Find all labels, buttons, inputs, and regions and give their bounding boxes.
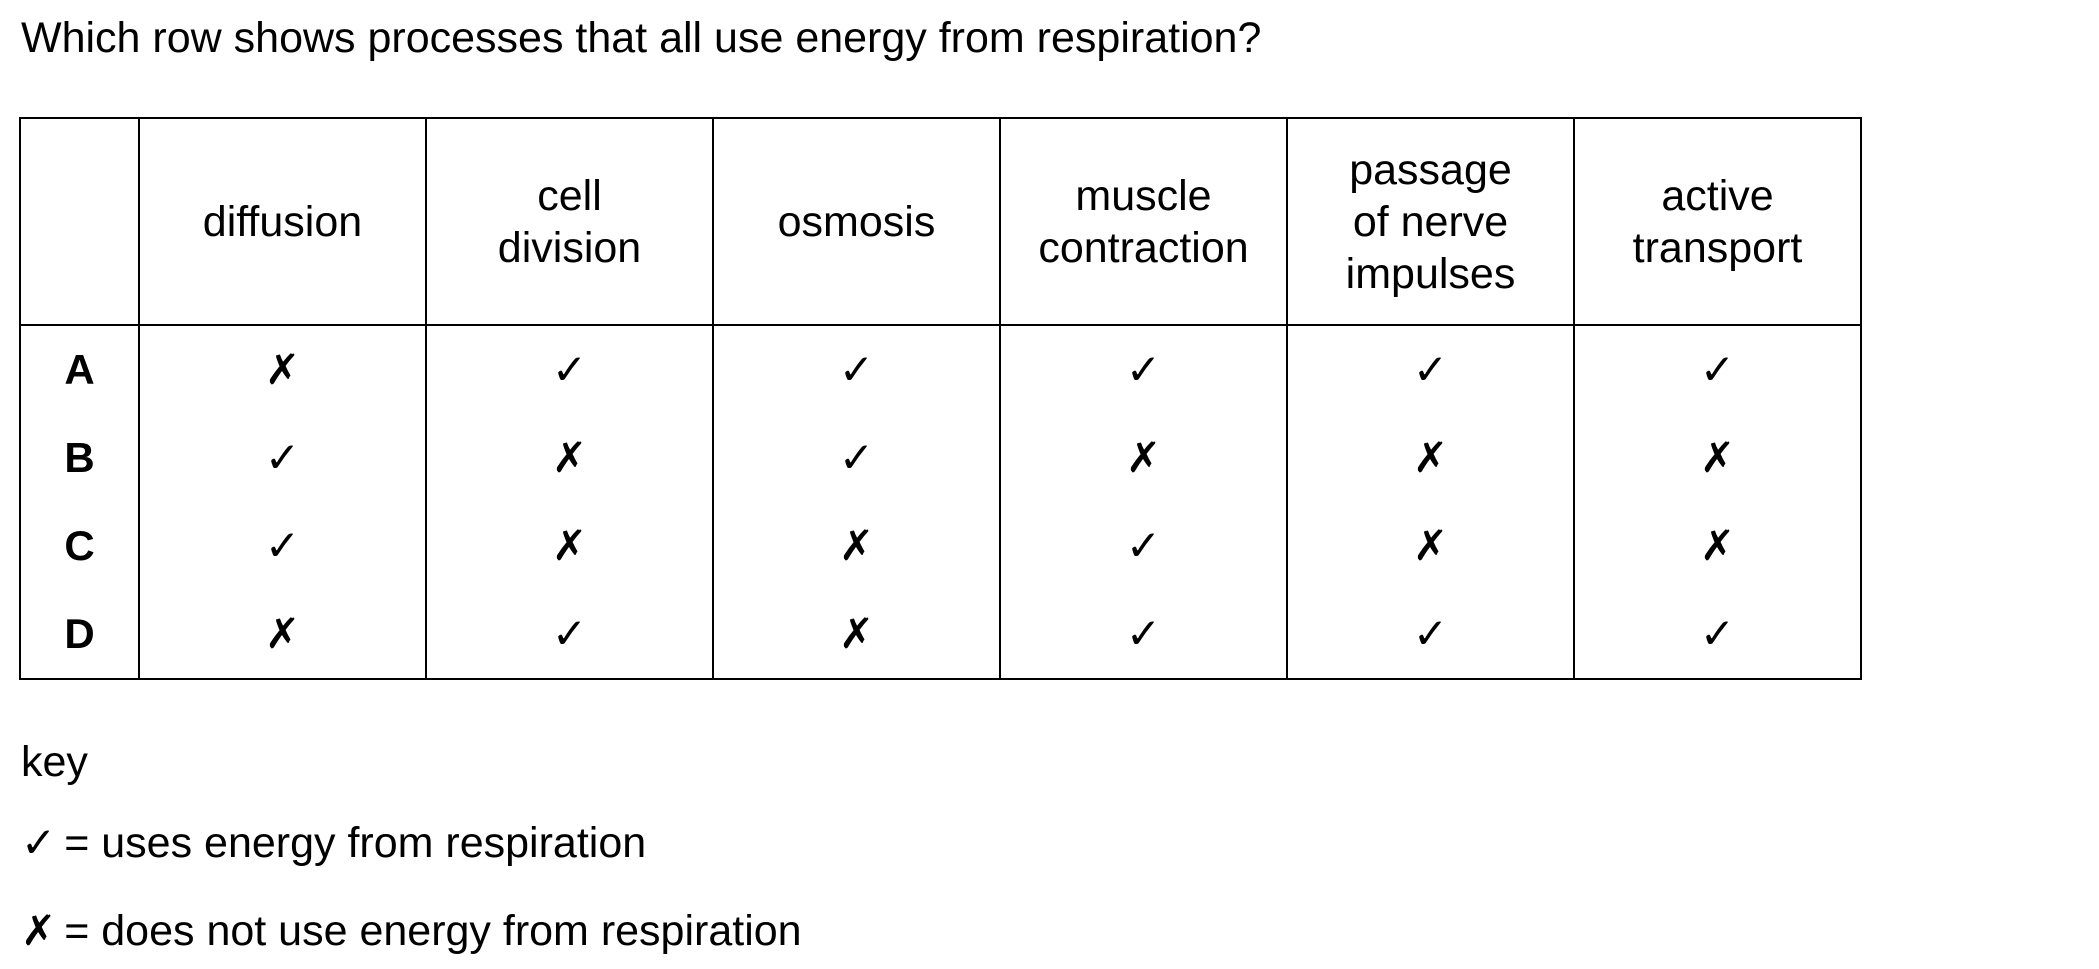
mark-symbol: ✓ <box>1125 609 1162 658</box>
mark-symbol: ✓ <box>1125 521 1162 570</box>
table-cell: ✓ <box>1573 590 1862 680</box>
key-item-does-not-use: ✗= does not use energy from respiration <box>21 903 802 959</box>
table-row: C ✓ ✗ ✗ ✓ ✗ ✗ <box>19 502 1862 590</box>
row-label: D <box>19 590 140 680</box>
header-line: division <box>497 223 642 272</box>
table-cell: ✗ <box>712 590 1001 680</box>
table-cell: ✗ <box>1573 414 1862 502</box>
table-row: B ✓ ✗ ✓ ✗ ✗ ✗ <box>19 414 1862 502</box>
key-item-uses: ✓= uses energy from respiration <box>21 815 646 871</box>
mark-symbol: ✓ <box>1699 609 1736 658</box>
row-label: B <box>19 414 140 502</box>
header-line: osmosis <box>777 197 936 246</box>
key-cross-symbol: ✗ <box>21 906 57 955</box>
table-cell: ✓ <box>999 324 1288 414</box>
table-row: D ✗ ✓ ✗ ✓ ✓ ✓ <box>19 590 1862 680</box>
table-cell: ✗ <box>1573 502 1862 590</box>
table-cell: ✗ <box>425 502 714 590</box>
header-cell-division: cell division <box>425 117 714 326</box>
table-cell: ✓ <box>712 414 1001 502</box>
table-row: A ✗ ✓ ✓ ✓ ✓ ✓ <box>19 324 1862 414</box>
header-row: diffusion cell division osmosis muscle c… <box>19 117 1862 326</box>
table-cell: ✓ <box>425 590 714 680</box>
header-line: of nerve <box>1352 197 1509 246</box>
mark-symbol: ✗ <box>1699 521 1736 570</box>
header-osmosis: osmosis <box>712 117 1001 326</box>
header-corner <box>19 117 140 326</box>
mark-symbol: ✓ <box>838 345 875 394</box>
header-line: contraction <box>1038 223 1249 272</box>
mark-symbol: ✗ <box>838 609 875 658</box>
table-cell: ✓ <box>999 590 1288 680</box>
table-cell: ✗ <box>1286 502 1575 590</box>
process-table: diffusion cell division osmosis muscle c… <box>19 117 1862 680</box>
table-cell: ✗ <box>712 502 1001 590</box>
header-line: cell <box>537 171 602 220</box>
mark-symbol: ✗ <box>838 521 875 570</box>
header-active-transport: active transport <box>1573 117 1862 326</box>
table-cell: ✗ <box>138 590 427 680</box>
table-cell: ✗ <box>999 414 1288 502</box>
table-cell: ✗ <box>138 324 427 414</box>
mark-symbol: ✗ <box>1699 433 1736 482</box>
header-line: impulses <box>1345 249 1516 298</box>
mark-symbol: ✓ <box>1412 609 1449 658</box>
table-cell: ✓ <box>1286 324 1575 414</box>
mark-symbol: ✓ <box>1699 345 1736 394</box>
table-cell: ✗ <box>425 414 714 502</box>
header-line: active <box>1661 171 1774 220</box>
table-cell: ✗ <box>1286 414 1575 502</box>
mark-symbol: ✓ <box>1412 345 1449 394</box>
key-item-text: = does not use energy from respiration <box>64 907 802 955</box>
mark-symbol: ✗ <box>264 609 301 658</box>
header-muscle-contraction: muscle contraction <box>999 117 1288 326</box>
mark-symbol: ✓ <box>551 609 588 658</box>
table-cell: ✓ <box>999 502 1288 590</box>
mark-symbol: ✗ <box>1412 433 1449 482</box>
table-cell: ✓ <box>1573 324 1862 414</box>
header-nerve-impulses: passage of nerve impulses <box>1286 117 1575 326</box>
header-line: passage <box>1349 145 1512 194</box>
header-line: transport <box>1632 223 1803 272</box>
row-label: A <box>19 324 140 414</box>
table-cell: ✓ <box>425 324 714 414</box>
key-check-symbol: ✓ <box>21 818 57 867</box>
header-diffusion: diffusion <box>138 117 427 326</box>
mark-symbol: ✓ <box>838 433 875 482</box>
mark-symbol: ✗ <box>1125 433 1162 482</box>
question-text: Which row shows processes that all use e… <box>21 14 1262 62</box>
mark-symbol: ✓ <box>551 345 588 394</box>
mark-symbol: ✓ <box>264 521 301 570</box>
table-cell: ✓ <box>1286 590 1575 680</box>
mark-symbol: ✗ <box>551 433 588 482</box>
mark-symbol: ✓ <box>264 433 301 482</box>
mark-symbol: ✓ <box>1125 345 1162 394</box>
mark-symbol: ✗ <box>1412 521 1449 570</box>
table-cell: ✓ <box>138 414 427 502</box>
mark-symbol: ✗ <box>551 521 588 570</box>
key-item-text: = uses energy from respiration <box>64 819 647 867</box>
key-title: key <box>21 738 88 786</box>
row-label: C <box>19 502 140 590</box>
table-cell: ✓ <box>138 502 427 590</box>
mark-symbol: ✗ <box>264 345 301 394</box>
table-cell: ✓ <box>712 324 1001 414</box>
header-line: muscle <box>1075 171 1212 220</box>
header-line: diffusion <box>202 197 363 246</box>
